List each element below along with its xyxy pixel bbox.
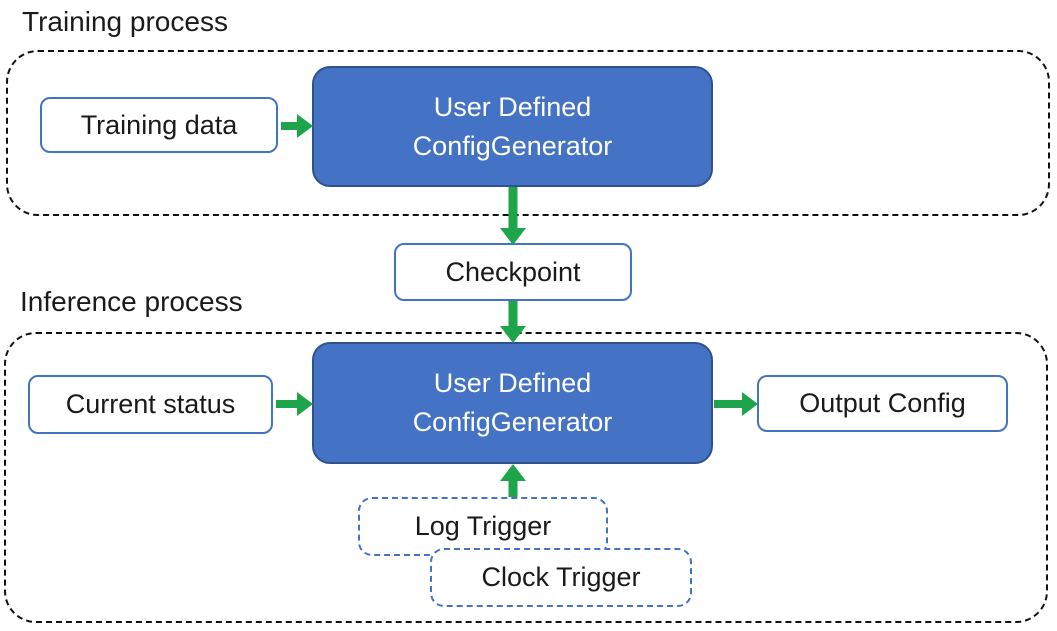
arrow-current-status-to-config-generator [276,392,313,416]
config-generator-inference-line1: User Defined [433,368,592,398]
training-process-container [6,50,1050,216]
config-generator-inference-node: User Defined ConfigGenerator [312,342,713,464]
arrow-log-trigger-to-config-generator [500,464,526,498]
arrow-training-data-to-config-generator [281,114,313,138]
config-generator-training-line2: ConfigGenerator [412,130,613,161]
config-generator-training-line1: User Defined [433,91,592,122]
arrow-config-generator-to-output-config [714,392,758,416]
current-status-node: Current status [28,375,273,434]
log-trigger-node: Log Trigger [358,497,608,556]
arrow-config-generator-to-checkpoint [500,187,526,245]
config-generator-inference-line2: ConfigGenerator [412,407,613,437]
inference-process-title: Inference process [20,286,243,317]
arrow-checkpoint-to-config-generator [500,301,526,343]
training-process-title: Training process [22,6,228,37]
clock-trigger-node: Clock Trigger [430,548,692,607]
checkpoint-node: Checkpoint [394,243,632,301]
training-data-node: Training data [40,97,278,153]
inference-process-container [4,332,1048,623]
config-generator-training-node: User Defined ConfigGenerator [312,66,713,187]
output-config-node: Output Config [757,375,1008,432]
